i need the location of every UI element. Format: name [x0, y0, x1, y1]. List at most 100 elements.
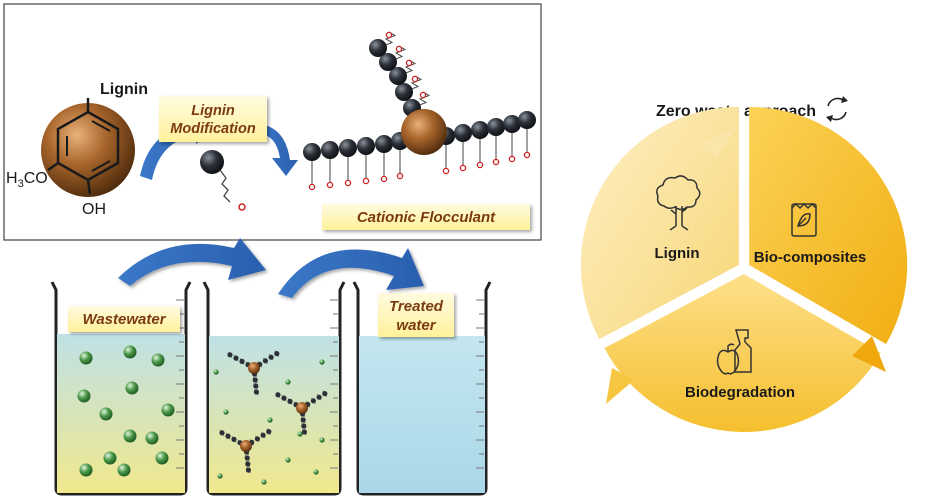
polymer-bead: [321, 141, 339, 159]
treated-label-box: [378, 293, 454, 337]
pollutant-particle: [151, 353, 165, 367]
floc-chain-bead: [219, 430, 225, 436]
cationic-group: [419, 91, 427, 99]
captured-particle: [217, 473, 223, 479]
floc-chain-bead: [225, 433, 231, 439]
cycle-arrowhead-3: [606, 368, 634, 404]
floc-chain-bead: [310, 398, 316, 404]
segment-bio-composites-shape: [749, 107, 908, 344]
polymer-bead: [454, 124, 472, 142]
floc-chain-bead: [231, 436, 237, 442]
polymer-bead: [487, 118, 505, 136]
captured-particle: [313, 469, 319, 475]
floc-chain-bead: [245, 467, 251, 473]
beaker-3-graduations: [476, 299, 484, 469]
arrow-to-treated: [278, 248, 424, 298]
bio-composite-bag-icon: [791, 202, 817, 237]
captured-particle: [267, 417, 273, 423]
methoxy-label: H3CO: [6, 170, 48, 190]
beaker-wastewater: [50, 281, 192, 496]
floc-chain-bead: [266, 429, 272, 435]
floc-chain-bead: [260, 432, 266, 438]
polymer-bead: [357, 137, 375, 155]
beaker-flocculation: [202, 281, 346, 496]
product-label: Cationic Flocculant: [357, 209, 496, 226]
flocculation-liquid: [209, 336, 339, 493]
floc-chain-bead: [233, 355, 239, 361]
pollutant-particle: [77, 389, 91, 403]
pollutant-particle: [161, 403, 175, 417]
floc-chain-bead: [316, 394, 322, 400]
segment-bio-composites-label: Bio-composites: [754, 249, 867, 266]
polymer-bead: [503, 115, 521, 133]
cationic-monomer: [200, 150, 246, 211]
molecule-top-label: Lignin: [100, 81, 148, 98]
floc-chain-bead: [244, 455, 250, 461]
cationic-group: [395, 45, 403, 53]
cationic-group: [385, 31, 393, 39]
floc-chain-bead: [300, 417, 306, 423]
polymer-bead: [369, 39, 387, 57]
recycle-icon: [826, 96, 848, 122]
cationic-group: [411, 75, 419, 83]
cationic-group: [508, 155, 516, 163]
pollutant-particle: [123, 345, 137, 359]
cycle-arrowhead-1: [699, 128, 736, 158]
pollutant-particle: [145, 431, 159, 445]
modification-label-line2: Modification: [170, 121, 256, 137]
captured-particle: [319, 437, 325, 443]
captured-particle: [285, 457, 291, 463]
pendant-chain: [382, 31, 397, 47]
pollutant-particle: [99, 407, 113, 421]
pollutant-particle: [155, 451, 169, 465]
floc-chain-bead: [254, 436, 260, 442]
floc-chain-bead: [253, 383, 259, 389]
polymer-bead: [395, 83, 413, 101]
modification-label-box: [159, 96, 267, 142]
biodegradation-apple-pack-icon: [716, 329, 752, 375]
modification-arrow-right: [258, 124, 298, 176]
cationic-group: [442, 167, 450, 175]
floc-chain-bead: [287, 398, 293, 404]
pendant-chain: [402, 59, 417, 75]
treated-label-line1: Treated: [389, 298, 444, 315]
flocculant-lignin-core: [401, 109, 447, 155]
flocs: [213, 350, 328, 485]
polymer-bead: [518, 111, 536, 129]
polymer-bead: [303, 143, 321, 161]
pollutant-particle: [103, 451, 117, 465]
captured-particle: [213, 369, 219, 375]
beaker-treated: [352, 281, 492, 496]
pollutant-particles: [77, 345, 175, 477]
pollutant-particle: [79, 351, 93, 365]
captured-particle: [261, 479, 267, 485]
cationic-group: [380, 175, 388, 183]
floc-chain-bead: [301, 423, 307, 429]
pendant-chain: [392, 45, 407, 61]
floc-chain-bead: [262, 358, 268, 364]
captured-particle: [297, 431, 303, 437]
hydroxyl-label: OH: [82, 201, 106, 218]
beaker-2-graduations: [330, 299, 338, 469]
floc-chain-bead: [227, 352, 233, 358]
cationic-group: [476, 161, 484, 169]
polymer-bead: [389, 67, 407, 85]
floc-chain-bead: [245, 461, 251, 467]
arrow-to-flocculation: [118, 238, 266, 286]
floc-chain-bead: [239, 358, 245, 364]
floc-chain-bead: [253, 389, 259, 395]
cationic-group: [523, 151, 531, 159]
cationic-group: [492, 158, 500, 166]
pollutant-particle: [79, 463, 93, 477]
floc-chain-bead: [252, 377, 258, 383]
segment-biodegradation-shape: [604, 273, 881, 432]
cationic-flocculant-molecule: [303, 31, 536, 191]
cationic-group: [362, 177, 370, 185]
pollutant-particle: [125, 381, 139, 395]
floc-chain-bead: [301, 429, 307, 435]
cationic-group: [344, 179, 352, 187]
cycle-diagram: [580, 106, 908, 432]
modification-label-line1: Lignin: [191, 103, 235, 119]
cationic-group: [459, 164, 467, 172]
